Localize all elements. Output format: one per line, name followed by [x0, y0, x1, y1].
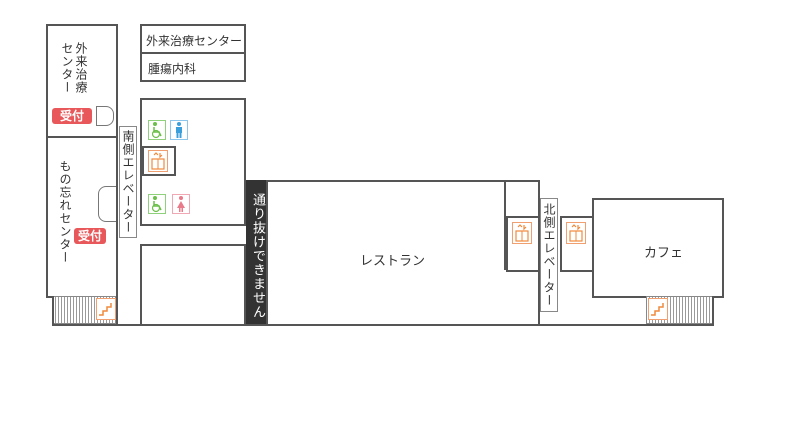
- oncology-label: 腫瘍内科: [148, 62, 197, 76]
- corridor-wall-left: [116, 24, 118, 324]
- reception-badge-2: 受付: [74, 228, 106, 244]
- building-right-edge: [712, 296, 714, 326]
- outpatient-center-top-label: 外来治療センター: [146, 34, 243, 48]
- reception-counter-1: [96, 106, 114, 126]
- north-elevator-label: 北側エレベーター: [540, 198, 558, 312]
- stairs-icon: [648, 298, 668, 320]
- cafe-label: カフェ: [644, 246, 684, 261]
- accessible-icon: [148, 120, 166, 140]
- building-left-edge: [52, 296, 54, 326]
- building-bottom-edge: [52, 324, 714, 326]
- reception-counter-2: [98, 186, 118, 222]
- lost-and-found-label: もの忘れセンター: [58, 160, 72, 264]
- outpatient-center-label: 外来治療センター: [60, 42, 88, 94]
- elevator-icon: [512, 222, 532, 244]
- reception-badge-1: 受付: [52, 108, 92, 124]
- outpatient-center-top-room[interactable]: [140, 24, 246, 54]
- stairs-icon: [96, 298, 116, 320]
- elevator-icon: [148, 150, 168, 172]
- oncology-room[interactable]: [140, 52, 246, 82]
- corridor-room-lower: [140, 244, 246, 326]
- male-toilet-icon: [170, 120, 188, 140]
- no-passage-label: 通り抜けできません: [246, 180, 268, 326]
- restaurant-step: [504, 180, 508, 270]
- elevator-icon: [566, 222, 586, 244]
- restaurant-label: レストラン: [360, 254, 426, 269]
- cafe-room[interactable]: [592, 198, 724, 298]
- female-toilet-icon: [172, 194, 190, 214]
- south-elevator-label: 南側エレベーター: [119, 126, 137, 238]
- accessible-icon: [148, 194, 166, 214]
